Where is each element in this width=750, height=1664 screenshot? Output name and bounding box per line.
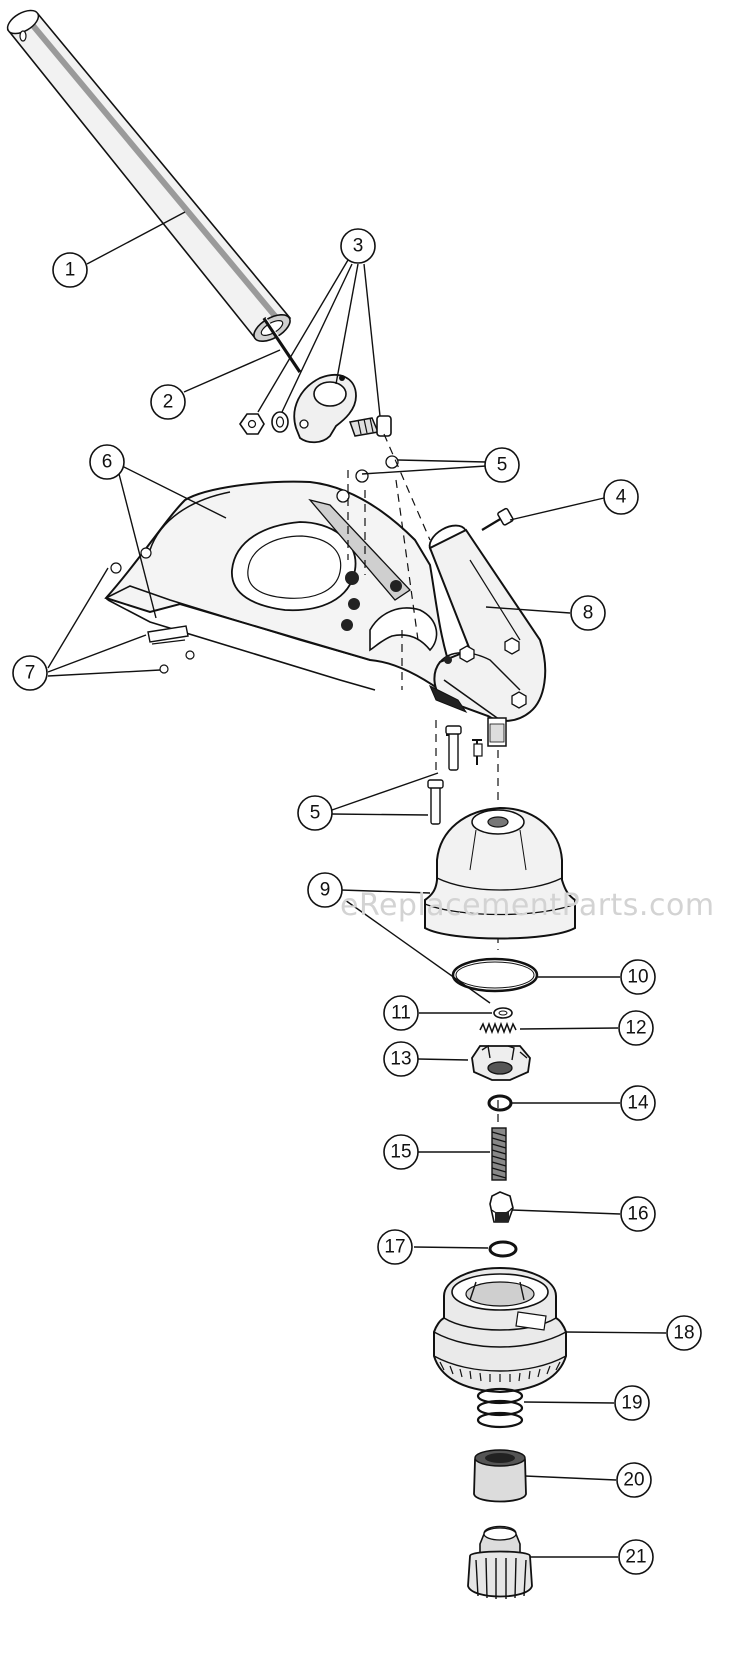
watermark: eReplacementParts.com xyxy=(340,888,715,923)
gear-head xyxy=(428,524,547,765)
callout-18: 18 xyxy=(673,1323,694,1344)
callout-4: 4 xyxy=(616,487,627,508)
screw xyxy=(481,507,514,531)
line-cutter-blade xyxy=(147,625,195,674)
drive-shaft xyxy=(262,317,302,373)
callout-5-upper: 5 xyxy=(497,455,508,476)
bump-cap xyxy=(473,1449,527,1503)
bump-knob xyxy=(467,1525,533,1599)
callout-bubbles xyxy=(12,228,702,1575)
callout-6: 6 xyxy=(102,452,113,473)
callout-1: 1 xyxy=(65,260,76,281)
ratchet-hub xyxy=(471,1044,531,1081)
eyelet xyxy=(489,1191,514,1223)
washer xyxy=(493,1007,513,1019)
spool-spring xyxy=(476,1387,524,1429)
callout-20: 20 xyxy=(623,1470,644,1491)
callout-13: 13 xyxy=(390,1049,411,1070)
callout-3: 3 xyxy=(353,236,364,257)
leader-lines xyxy=(47,211,667,1558)
trimmer-spool xyxy=(433,1266,567,1394)
clamp-assembly xyxy=(239,374,392,444)
callout-17: 17 xyxy=(384,1237,405,1258)
shaft-tube xyxy=(6,9,292,343)
debris-guard xyxy=(104,455,454,692)
threaded-rod xyxy=(491,1127,507,1181)
callout-16: 16 xyxy=(627,1204,648,1225)
retaining-ring xyxy=(487,1094,513,1112)
callout-8: 8 xyxy=(583,603,594,624)
lower-bolts xyxy=(427,725,483,825)
callout-19: 19 xyxy=(621,1393,642,1414)
callout-9: 9 xyxy=(320,880,331,901)
small-spring xyxy=(479,1021,517,1035)
callout-15: 15 xyxy=(390,1142,411,1163)
callout-7: 7 xyxy=(25,663,36,684)
callout-14: 14 xyxy=(627,1093,649,1114)
callout-2: 2 xyxy=(163,392,174,413)
spool-cover xyxy=(424,806,576,940)
callout-11: 11 xyxy=(391,1003,411,1024)
callout-12: 12 xyxy=(625,1018,646,1039)
callout-5-lower: 5 xyxy=(310,803,321,824)
o-ring xyxy=(451,957,539,993)
callout-21: 21 xyxy=(625,1547,646,1568)
small-o-ring xyxy=(488,1240,518,1258)
callout-10: 10 xyxy=(627,967,648,988)
